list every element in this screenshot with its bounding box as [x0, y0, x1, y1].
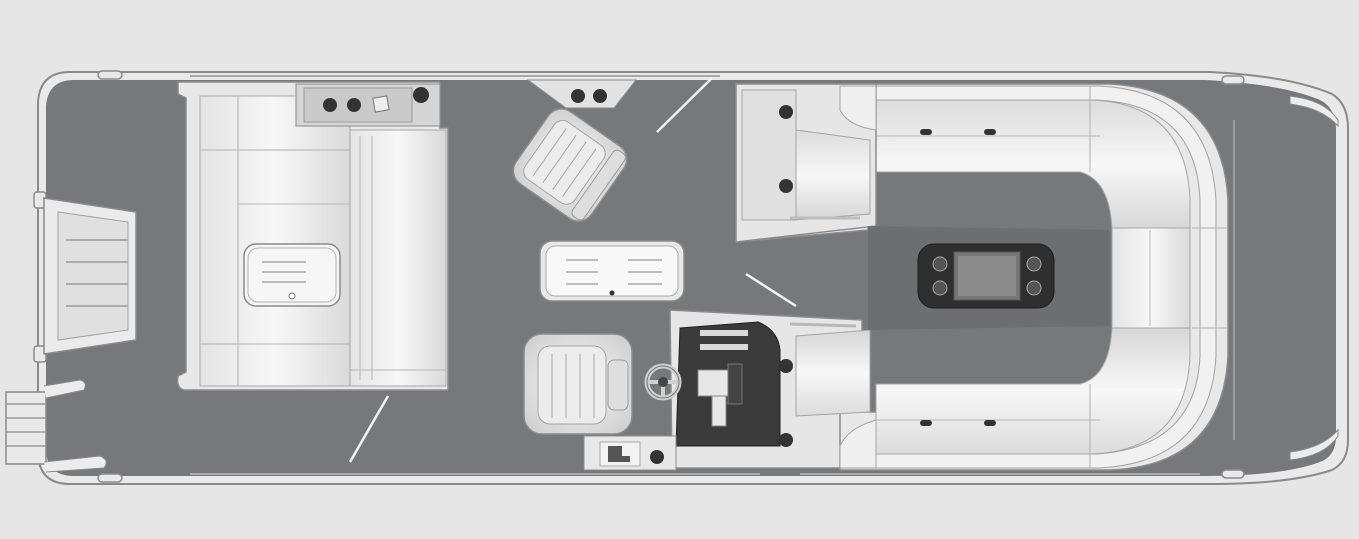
- rail-lines: [190, 75, 1200, 475]
- port-storage-cabinet: [583, 435, 677, 471]
- cupholder: [932, 280, 948, 296]
- sink-fixture-1: [323, 98, 337, 112]
- steering-wheel-icon: [644, 363, 682, 401]
- drain-icon: [609, 290, 615, 296]
- drain-icon: [288, 292, 296, 300]
- starboard-lounge-seat: [735, 83, 877, 243]
- upper-cupholder-shelf: [526, 79, 638, 109]
- gate-lines: [348, 77, 797, 463]
- cupholder: [650, 450, 664, 464]
- cupholder: [571, 89, 585, 103]
- sink-faucet: [372, 95, 390, 113]
- cupholder: [593, 89, 607, 103]
- rear-lounge-bench: [176, 81, 449, 391]
- cupholder: [1026, 256, 1042, 272]
- rear-swim-platform: [43, 197, 137, 355]
- cupholder: [1026, 280, 1042, 296]
- bow-corner-top: [1289, 95, 1339, 128]
- companion-chair: [512, 108, 628, 222]
- aft-sink-cabinet: [295, 83, 441, 127]
- cupholder: [779, 179, 793, 193]
- cupholder: [779, 105, 793, 119]
- cupholder: [779, 359, 793, 373]
- cupholder: [413, 87, 429, 103]
- bow-corner-bottom: [1289, 428, 1339, 461]
- captain-chair: [523, 333, 633, 435]
- cupholder: [932, 256, 948, 272]
- rear-table-sink: [243, 243, 341, 307]
- sink-fixture-2: [347, 98, 361, 112]
- bow-table: [917, 243, 1055, 309]
- cupholder: [779, 433, 793, 447]
- center-console-table: [539, 240, 685, 302]
- helm-lounge-seat: [795, 329, 877, 469]
- boarding-ladder: [5, 379, 107, 473]
- rail-posts: [33, 70, 1245, 483]
